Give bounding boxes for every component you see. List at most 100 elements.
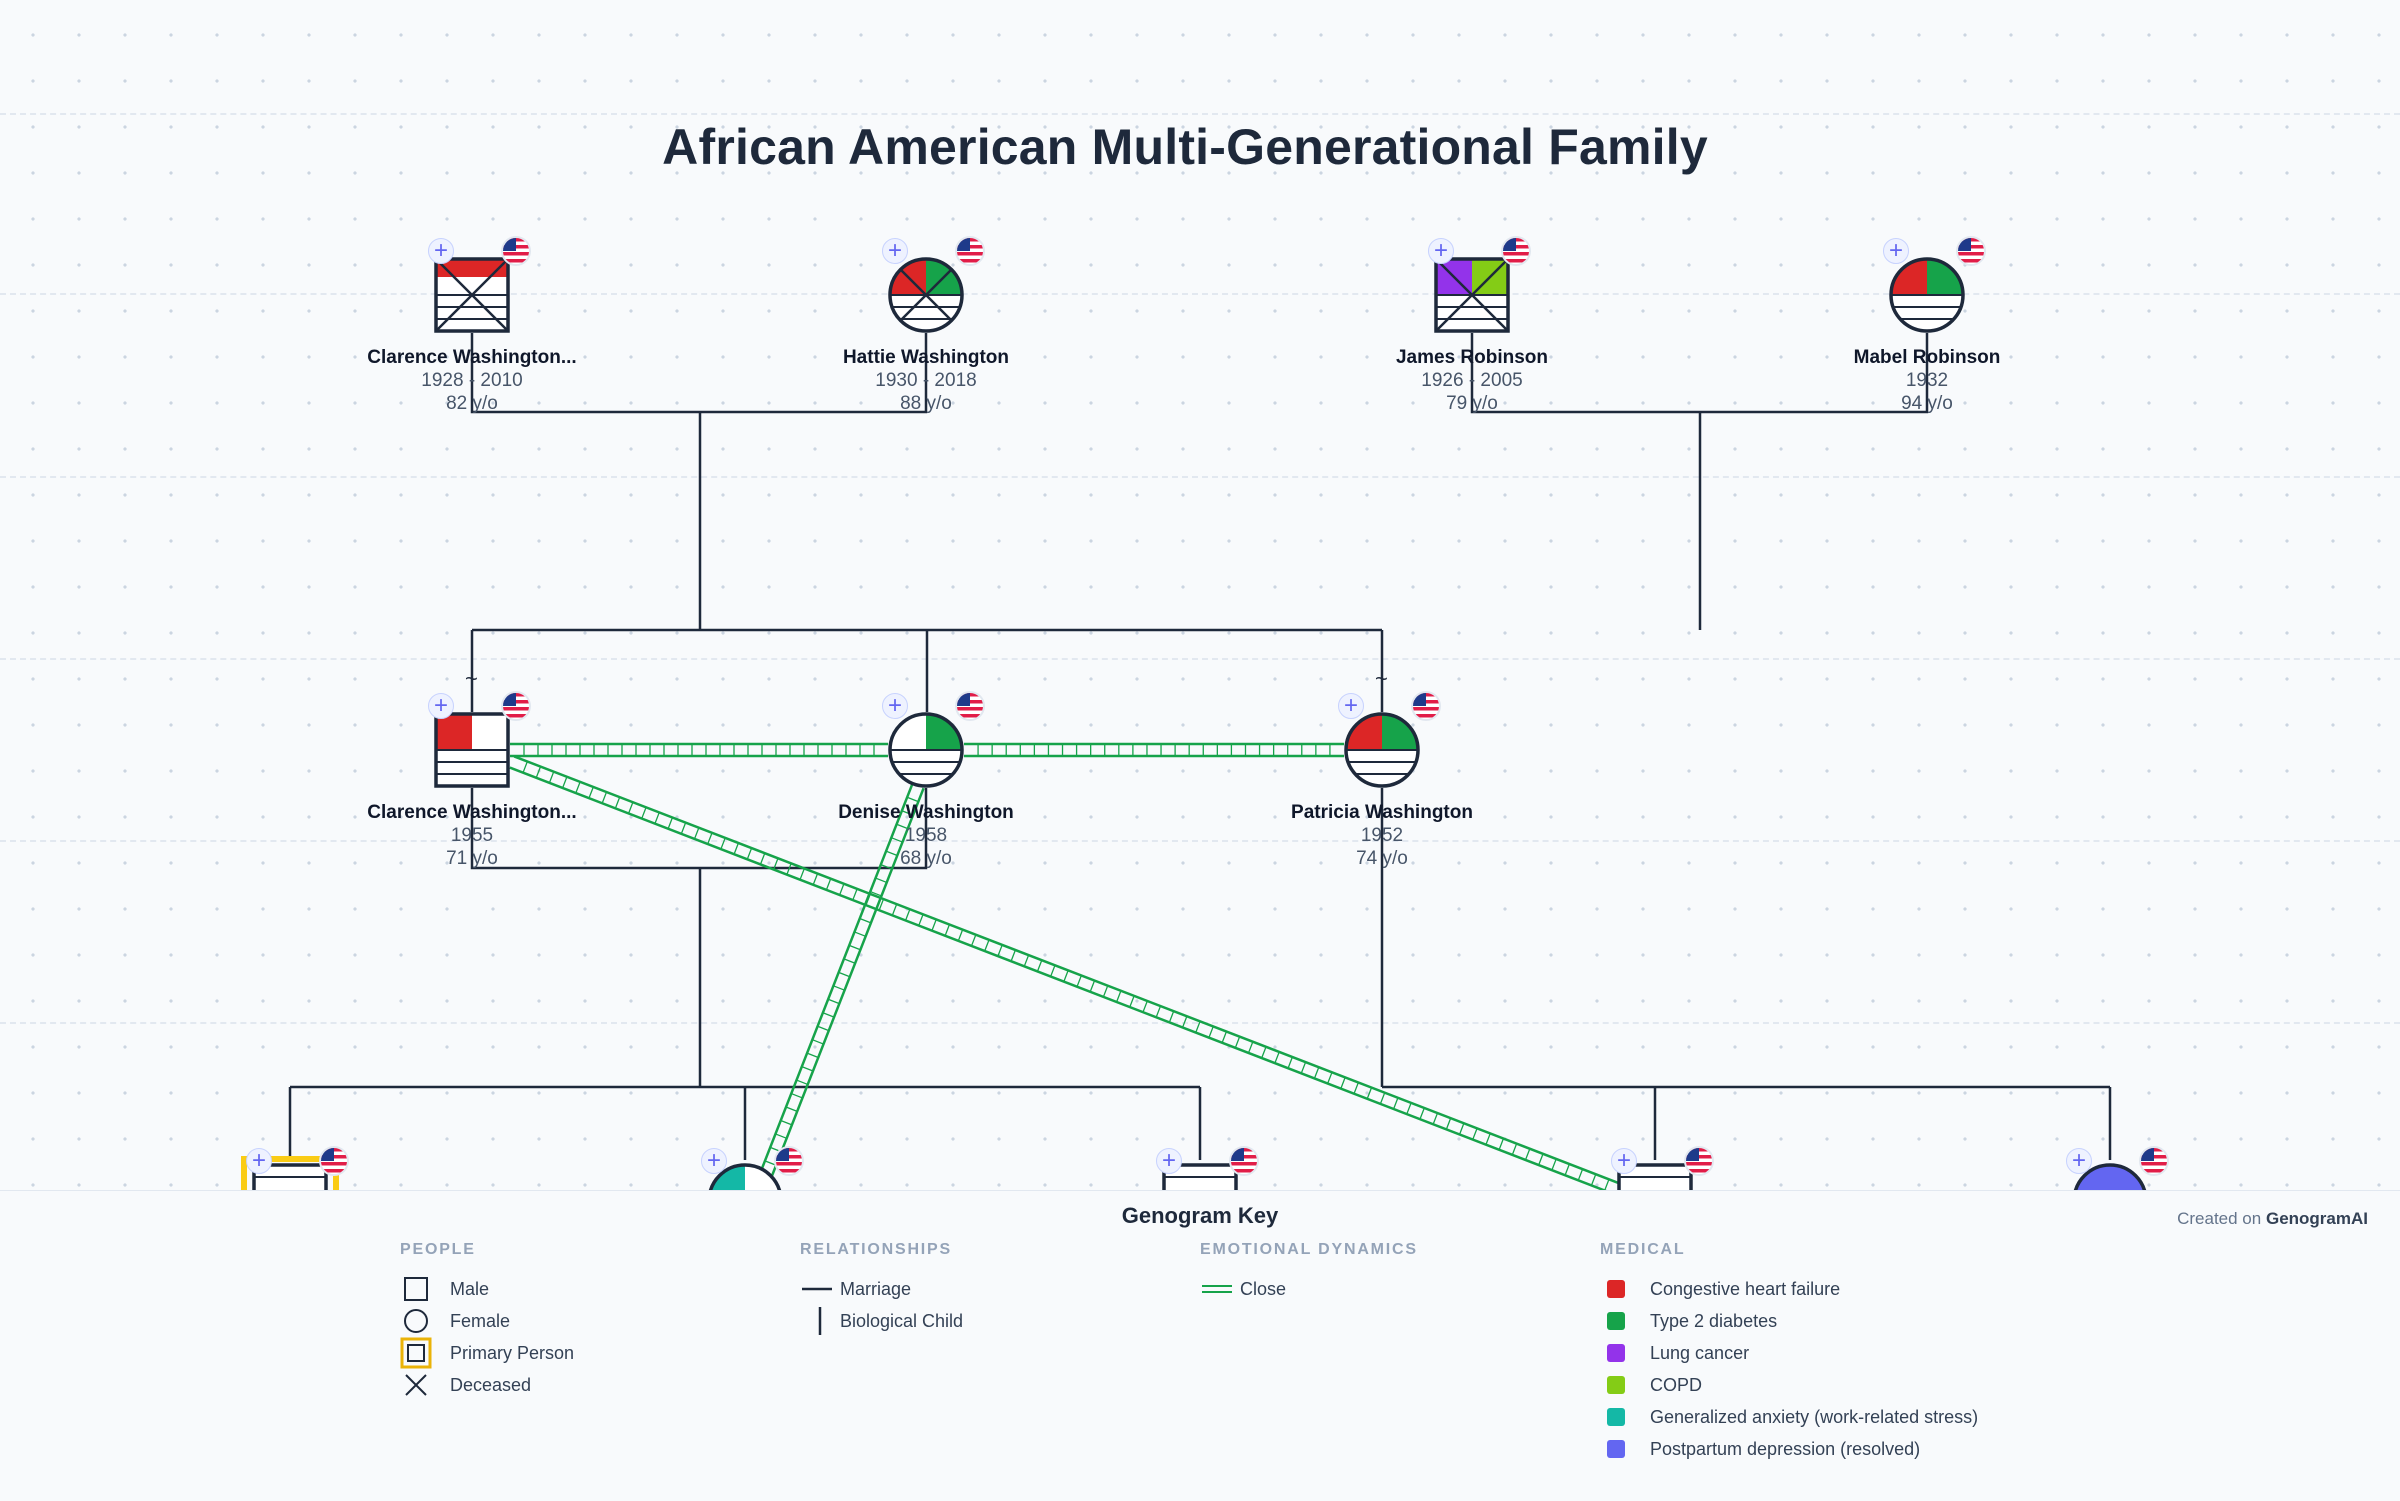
person-name: Clarence Washington... — [367, 347, 577, 368]
primary-person-icon — [400, 1337, 432, 1369]
key-label: Postpartum depression (resolved) — [1650, 1438, 1921, 1459]
credit-text: Created on GenogramAI — [2177, 1209, 2368, 1229]
credit-prefix: Created on — [2177, 1209, 2262, 1228]
male-icon — [400, 1273, 432, 1305]
key-label: Lung cancer — [1650, 1342, 1750, 1363]
color-swatch-icon — [1600, 1305, 1632, 1337]
key-label: Biological Child — [840, 1310, 964, 1331]
generation-divider — [0, 113, 2400, 115]
person-symbol-p7[interactable] — [1342, 712, 1422, 788]
key-label: Generalized anxiety (work-related stress… — [1650, 1406, 1979, 1427]
key-medical-item: Lung cancer — [1600, 1337, 1978, 1369]
person-symbol-gen3-5[interactable] — [2073, 1163, 2147, 1190]
person-years: 1958 — [904, 825, 948, 846]
add-relative-button[interactable]: + — [1338, 693, 1364, 719]
key-primary-person: Primary Person — [400, 1337, 574, 1369]
us-flag-icon — [501, 236, 531, 266]
person-years: 1952 — [1360, 825, 1404, 846]
close-relationship-icon — [1200, 1273, 1232, 1305]
relationship-lines — [288, 333, 2112, 1160]
add-relative-button[interactable]: + — [1883, 238, 1909, 264]
key-medical-item: Congestive heart failure — [1600, 1273, 1978, 1305]
close-line-p6-child[interactable] — [753, 783, 925, 1190]
us-flag-icon — [501, 691, 531, 721]
key-medical-heading: MEDICAL — [1600, 1241, 1686, 1258]
us-flag-icon — [2139, 1146, 2169, 1176]
person-name: Mabel Robinson — [1853, 347, 2001, 368]
person-age: 88 y/o — [900, 393, 952, 414]
key-medical-item: Generalized anxiety (work-related stress… — [1600, 1401, 1978, 1433]
us-flag-icon — [1684, 1146, 1714, 1176]
key-emotional: EMOTIONAL DYNAMICS Close — [1200, 1241, 1418, 1305]
person-symbol-gen3-2[interactable] — [708, 1163, 782, 1190]
key-relationships-heading: RELATIONSHIPS — [800, 1241, 953, 1258]
genogram-canvas[interactable]: African American Multi-Generational Fami… — [0, 0, 2400, 1190]
color-swatch-icon — [1600, 1401, 1632, 1433]
close-line-p5-child[interactable] — [509, 755, 1623, 1190]
person-name: Patricia Washington — [1291, 802, 1473, 823]
add-relative-button[interactable]: + — [2066, 1148, 2092, 1174]
key-medical-item: Postpartum depression (resolved) — [1600, 1433, 1978, 1465]
us-flag-icon — [1501, 236, 1531, 266]
add-relative-button[interactable]: + — [882, 693, 908, 719]
add-relative-button[interactable]: + — [701, 1148, 727, 1174]
add-relative-button[interactable]: + — [246, 1148, 272, 1174]
credit-brand[interactable]: GenogramAI — [2265, 1209, 2368, 1228]
add-relative-button[interactable]: + — [882, 238, 908, 264]
person-symbol-p6[interactable] — [886, 712, 966, 788]
key-relationships: RELATIONSHIPS Marriage Biological Child — [800, 1241, 963, 1337]
person-years: 1955 — [450, 825, 494, 846]
key-label: Male — [450, 1278, 490, 1299]
person-symbol-p5[interactable] — [432, 712, 512, 788]
key-label: COPD — [1650, 1374, 1703, 1395]
close-line-p5-p6[interactable] — [510, 742, 888, 758]
key-label: Deceased — [450, 1374, 532, 1395]
color-swatch-icon — [1600, 1369, 1632, 1401]
us-flag-icon — [955, 691, 985, 721]
color-swatch-icon — [1600, 1433, 1632, 1465]
generation-divider — [0, 293, 2400, 295]
add-relative-button[interactable]: + — [428, 238, 454, 264]
key-people-heading: PEOPLE — [400, 1241, 476, 1258]
us-flag-icon — [1411, 691, 1441, 721]
key-label: Congestive heart failure — [1650, 1278, 1841, 1299]
add-relative-button[interactable]: + — [1156, 1148, 1182, 1174]
person-symbol-p1[interactable] — [432, 257, 512, 333]
key-deceased: Deceased — [400, 1369, 574, 1401]
person-age: 68 y/o — [900, 848, 952, 869]
add-relative-button[interactable]: + — [1611, 1148, 1637, 1174]
key-emotional-heading: EMOTIONAL DYNAMICS — [1200, 1241, 1418, 1258]
key-close: Close — [1200, 1273, 1418, 1305]
close-line-p6-p7[interactable] — [964, 742, 1344, 758]
add-relative-button[interactable]: + — [1428, 238, 1454, 264]
person-name: Hattie Washington — [842, 347, 1010, 368]
person-symbol-p2[interactable] — [886, 257, 966, 333]
us-flag-icon — [319, 1146, 349, 1176]
key-medical-item: Type 2 diabetes — [1600, 1305, 1978, 1337]
person-age: 79 y/o — [1446, 393, 1498, 414]
key-label: Type 2 diabetes — [1650, 1310, 1778, 1331]
person-age: 94 y/o — [1901, 393, 1953, 414]
us-flag-icon — [955, 236, 985, 266]
person-years: 1928 - 2010 — [421, 370, 523, 391]
key-female: Female — [400, 1305, 574, 1337]
person-symbol-p4[interactable] — [1887, 257, 1967, 333]
us-flag-icon — [1229, 1146, 1259, 1176]
add-relative-button[interactable]: + — [428, 693, 454, 719]
person-age: 74 y/o — [1356, 848, 1408, 869]
person-name: Denise Washington — [838, 802, 1014, 823]
key-label: Female — [450, 1310, 511, 1331]
key-marriage: Marriage — [800, 1273, 963, 1305]
person-years: 1926 - 2005 — [1421, 370, 1523, 391]
genogram-key: Genogram Key Created on GenogramAI PEOPL… — [0, 1190, 2400, 1501]
key-people: PEOPLE Male Female Primary Person Deceas… — [400, 1241, 574, 1401]
generation-divider — [0, 476, 2400, 478]
person-symbol-p3[interactable] — [1432, 257, 1512, 333]
